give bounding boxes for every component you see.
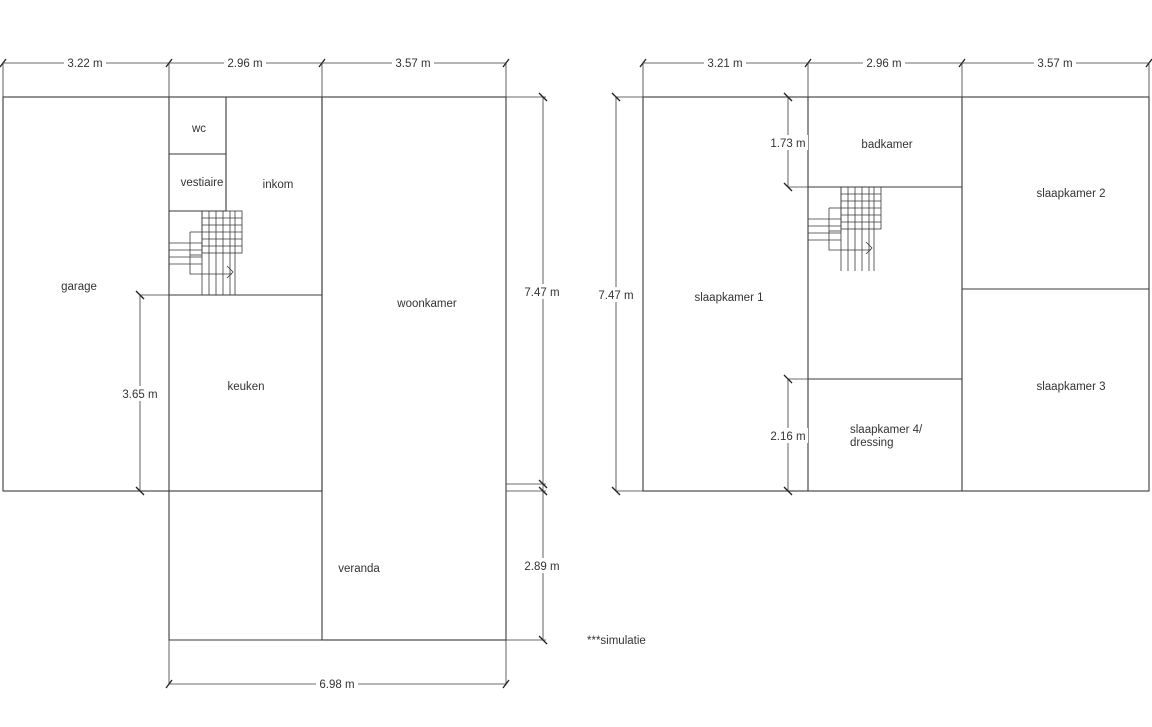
room-veranda: veranda (338, 563, 380, 575)
dim-first-slaapkamer4: 2.16 m (770, 431, 805, 443)
woonkamer-wall (321, 96, 507, 641)
dim-ground-top-2: 2.96 m (227, 58, 262, 70)
dim-ground-top-3: 3.57 m (395, 58, 430, 70)
room-slaapkamer-2: slaapkamer 2 (1036, 188, 1105, 200)
room-keuken: keuken (227, 381, 264, 393)
first-badkamer-dimension: 1.73 m (768, 92, 808, 192)
first-top-dimensions: 3.21 m 2.96 m 3.57 m (639, 56, 1152, 97)
dim-ground-right-upper: 7.47 m (524, 287, 559, 299)
ground-top-dimensions: 3.22 m 2.96 m 3.57 m (0, 56, 510, 97)
room-slaapkamer-1: slaapkamer 1 (694, 292, 763, 304)
room-inkom: inkom (263, 179, 294, 191)
ground-bottom-dimension: 6.98 m (165, 640, 510, 691)
dim-ground-top-1: 3.22 m (67, 58, 102, 70)
dim-ground-bottom: 6.98 m (319, 679, 354, 691)
ground-floor: garage wc vestiaire inkom keuken woonkam… (0, 56, 564, 691)
dim-first-top-1: 3.21 m (707, 58, 742, 70)
dim-ground-keuken: 3.65 m (122, 389, 157, 401)
dim-first-top-3: 3.57 m (1037, 58, 1072, 70)
dim-ground-right-lower: 2.89 m (524, 561, 559, 573)
ground-stair (169, 210, 243, 295)
dim-first-top-2: 2.96 m (866, 58, 901, 70)
first-floor: slaapkamer 1 badkamer slaapkamer 2 slaap… (595, 56, 1152, 496)
room-slaapkamer-3: slaapkamer 3 (1036, 381, 1105, 393)
first-left-dimension: 7.47 m (595, 92, 643, 496)
first-floor-stair (808, 186, 882, 271)
first-floor-outline (642, 96, 1150, 492)
ground-main-block (2, 96, 323, 492)
room-vestiaire: vestiaire (181, 177, 224, 189)
room-slaapkamer-4-line1: slaapkamer 4/ (850, 424, 923, 436)
dim-first-badkamer: 1.73 m (770, 138, 805, 150)
first-slaapkamer4-dimension: 2.16 m (768, 374, 808, 496)
room-woonkamer: woonkamer (396, 298, 457, 310)
ground-right-dimensions: 7.47 m 2.89 m (506, 92, 564, 645)
room-slaapkamer-4-line2: dressing (850, 437, 893, 449)
room-badkamer: badkamer (861, 139, 912, 151)
room-wc: wc (191, 123, 206, 135)
ground-keuken-dimension: 3.65 m (119, 290, 169, 496)
dim-first-left: 7.47 m (598, 290, 633, 302)
simulation-note: ***simulatie (587, 635, 646, 647)
room-garage: garage (61, 281, 97, 293)
